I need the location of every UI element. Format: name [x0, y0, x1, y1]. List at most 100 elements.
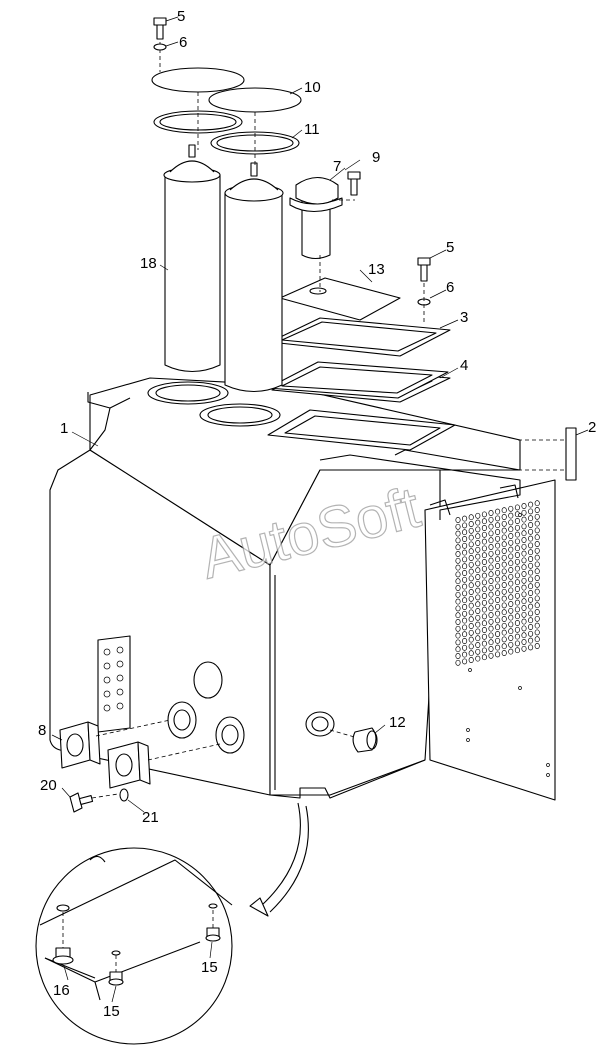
vent-hole	[501, 616, 507, 622]
vent-hole	[534, 547, 540, 554]
vent-hole	[508, 546, 514, 553]
vent-hole	[455, 639, 461, 646]
vent-hole	[468, 514, 474, 521]
vent-hole	[495, 508, 501, 515]
vent-hole	[521, 645, 527, 652]
vent-hole	[455, 523, 461, 530]
vent-hole	[534, 568, 540, 575]
callout-2: 2	[588, 419, 596, 436]
vent-hole	[501, 622, 507, 629]
vent-hole	[521, 625, 527, 632]
vent-hole	[521, 591, 527, 598]
vent-hole	[521, 516, 527, 523]
vent-hole	[501, 650, 507, 656]
vent-hole	[495, 535, 501, 542]
vent-hole	[455, 571, 461, 578]
vent-hole	[455, 632, 461, 639]
vent-hole	[514, 552, 520, 558]
vent-hole	[495, 603, 501, 610]
vent-hole	[475, 635, 481, 642]
vent-hole	[501, 629, 507, 636]
vent-hole	[501, 561, 507, 568]
vent-hole	[488, 625, 494, 632]
bolt-right	[417, 257, 431, 325]
vent-hole	[501, 588, 507, 595]
vent-hole	[495, 563, 501, 569]
vent-hole	[462, 590, 468, 597]
vent-hole	[521, 632, 527, 639]
vent-hole	[468, 595, 474, 602]
vent-hole	[475, 608, 481, 614]
vent-hole	[488, 646, 494, 652]
vent-hole	[501, 575, 507, 582]
vent-hole	[508, 594, 514, 601]
vent-hole	[534, 581, 540, 588]
vent-hole	[468, 575, 474, 582]
vent-hole	[481, 654, 487, 661]
vent-hole	[455, 646, 461, 653]
flanges	[59, 719, 221, 813]
callout-11: 11	[304, 121, 320, 138]
vent-hole	[508, 587, 514, 594]
vent-hole	[534, 513, 540, 520]
vent-hole	[508, 648, 514, 655]
vent-hole	[481, 606, 487, 613]
vent-hole	[462, 658, 468, 665]
vent-hole	[455, 653, 461, 659]
vent-hole	[475, 533, 481, 540]
vent-hole	[468, 643, 474, 650]
vent-hole	[534, 615, 540, 622]
vent-hole	[468, 657, 474, 663]
vent-hole	[455, 537, 461, 544]
vent-hole	[528, 583, 534, 590]
vent-hole	[508, 519, 514, 526]
vent-hole	[495, 651, 501, 658]
vent-hole	[514, 606, 520, 613]
vent-hole	[501, 520, 507, 527]
vent-hole	[481, 552, 487, 559]
vent-hole	[495, 529, 501, 535]
vent-hole	[534, 500, 540, 507]
bolt-top	[153, 16, 179, 51]
vent-hole	[501, 527, 507, 534]
callouts: 1 2 3 4 5 5 6 6 7 8 9 10 11 12 13 15 15 …	[38, 8, 596, 1020]
vent-grille	[455, 500, 540, 666]
vent-hole	[534, 636, 540, 643]
vent-hole	[495, 583, 501, 590]
vent-hole	[481, 518, 487, 525]
vent-hole	[488, 550, 494, 557]
vent-hole	[455, 585, 461, 591]
vent-hole	[455, 544, 461, 551]
vent-hole	[475, 553, 481, 560]
vent-hole	[488, 612, 494, 618]
vent-hole	[455, 517, 461, 523]
vent-hole	[455, 625, 461, 632]
vent-hole	[534, 629, 540, 636]
vent-hole	[488, 557, 494, 564]
vent-hole	[508, 539, 514, 546]
vent-hole	[481, 579, 487, 586]
vent-hole	[475, 540, 481, 546]
vent-hole	[475, 567, 481, 574]
callout-15-bottom: 15	[103, 1003, 120, 1020]
callout-6-top: 6	[179, 34, 187, 51]
vent-hole	[495, 624, 501, 631]
vent-hole	[514, 504, 520, 511]
vent-hole	[468, 541, 474, 548]
vent-hole	[495, 522, 501, 529]
vent-hole	[528, 596, 534, 603]
vent-hole	[468, 534, 474, 541]
vent-hole	[514, 524, 520, 531]
vent-hole	[514, 538, 520, 545]
vent-hole	[521, 509, 527, 516]
vent-hole	[521, 598, 527, 605]
vent-hole	[508, 641, 514, 648]
vent-hole	[521, 530, 527, 537]
vent-hole	[481, 545, 487, 552]
vent-hole	[501, 643, 507, 650]
vent-hole	[534, 527, 540, 534]
vent-hole	[528, 515, 534, 522]
vent-hole	[488, 605, 494, 612]
vent-hole	[488, 544, 494, 550]
vent-hole	[534, 575, 540, 581]
